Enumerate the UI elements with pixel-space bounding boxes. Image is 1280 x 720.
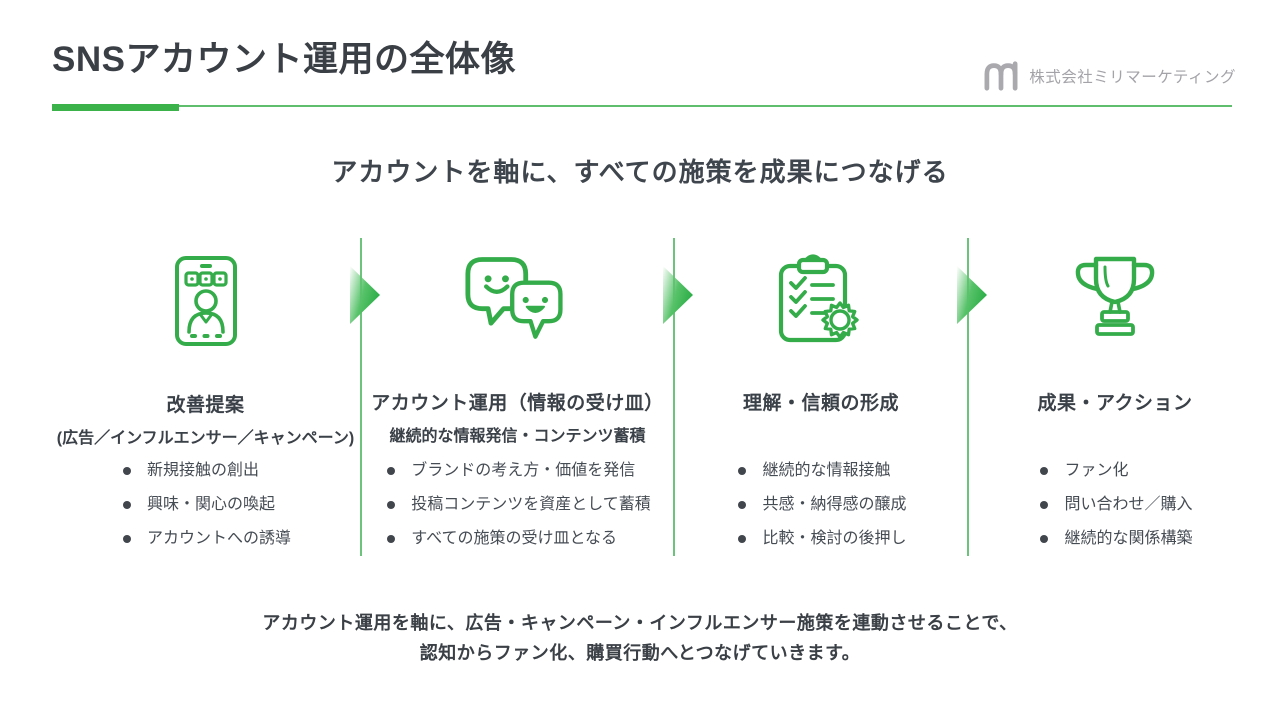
- underline-thick: [52, 104, 179, 111]
- stage-separator: [957, 238, 987, 556]
- stage-trust-building: 理解・信頼の形成 継続的な情報接触 共感・納得感の醸成 比較・検討の後押し: [674, 238, 968, 556]
- bullet-item: すべての施策の受け皿となる: [384, 522, 651, 556]
- stage-title: 改善提案: [166, 395, 245, 416]
- stage-separator: [663, 238, 693, 556]
- footer-line-1: アカウント運用を軸に、広告・キャンペーン・インフルエンサー施策を連動させることで…: [262, 613, 1018, 633]
- bullet-item: 問い合わせ／購入: [1037, 488, 1193, 522]
- clipboard-check-icon: [776, 254, 866, 346]
- bullet-item: アカウントへの誘導: [120, 522, 291, 556]
- bullet-item: 新規接触の創出: [120, 454, 291, 488]
- footer-note: アカウント運用を軸に、広告・キャンペーン・インフルエンサー施策を連動させることで…: [0, 608, 1280, 668]
- stage-head: アカウント運用（情報の受け皿） 継続的な情報発信・コンテンツ蓄積: [371, 388, 664, 454]
- tablet-person-icon: [173, 254, 239, 348]
- title-underline: [52, 104, 1232, 111]
- stage-head: 改善提案 (広告／インフルエンサー／キャンペーン): [57, 390, 354, 454]
- bullet-item: 継続的な情報接触: [735, 454, 906, 488]
- bullet-item: 比較・検討の後押し: [735, 522, 907, 556]
- stage-results: 成果・アクション ファン化 問い合わせ／購入 継続的な関係構築: [968, 238, 1262, 556]
- underline-thin: [52, 105, 1232, 107]
- stage-account-operation: アカウント運用（情報の受け皿） 継続的な情報発信・コンテンツ蓄積 ブランドの考え…: [361, 238, 674, 556]
- stage-title: 理解・信頼の形成: [742, 393, 899, 414]
- trophy-icon: [1072, 254, 1158, 346]
- stage-bullets: ファン化 問い合わせ／購入 継続的な関係構築: [1037, 454, 1193, 556]
- footer-line-2: 認知からファン化、購買行動へとつなげていきます。: [419, 643, 861, 663]
- stage-subtitle: 継続的な情報発信・コンテンツ蓄積: [389, 428, 646, 445]
- process-flow: 改善提案 (広告／インフルエンサー／キャンペーン) 新規接触の創出 興味・関心の…: [50, 238, 1262, 556]
- bullet-item: 興味・関心の喚起: [120, 488, 291, 522]
- stage-title: 成果・アクション: [1037, 393, 1193, 414]
- stage-subtitle: (広告／インフルエンサー／キャンペーン): [56, 430, 355, 447]
- page-title: SNSアカウント運用の全体像: [52, 40, 516, 79]
- bullet-item: ブランドの考え方・価値を発信: [384, 454, 651, 488]
- company-logo: 株式会社ミリマーケティング: [982, 60, 1236, 92]
- bullet-item: ファン化: [1037, 454, 1192, 488]
- company-logo-icon: [984, 61, 1018, 91]
- chat-bubbles-icon: [464, 254, 572, 346]
- stage-head: 成果・アクション: [1037, 388, 1192, 454]
- bullet-item: 継続的な関係構築: [1037, 522, 1193, 556]
- stage-head: 理解・信頼の形成: [743, 388, 899, 454]
- stage-bullets: 新規接触の創出 興味・関心の喚起 アカウントへの誘導: [120, 454, 291, 556]
- stage-title: アカウント運用（情報の受け皿）: [371, 393, 664, 414]
- stage-bullets: ブランドの考え方・価値を発信 投稿コンテンツを資産として蓄積 すべての施策の受け…: [384, 454, 651, 556]
- slide-subtitle: アカウントを軸に、すべての施策を成果につなげる: [331, 157, 949, 187]
- bullet-item: 投稿コンテンツを資産として蓄積: [384, 488, 651, 522]
- company-name: 株式会社ミリマーケティング: [1029, 69, 1236, 86]
- bullet-item: 共感・納得感の醸成: [735, 488, 907, 522]
- stage-separator: [350, 238, 380, 556]
- stage-bullets: 継続的な情報接触 共感・納得感の醸成 比較・検討の後押し: [735, 454, 907, 556]
- stage-improvement: 改善提案 (広告／インフルエンサー／キャンペーン) 新規接触の創出 興味・関心の…: [50, 238, 361, 556]
